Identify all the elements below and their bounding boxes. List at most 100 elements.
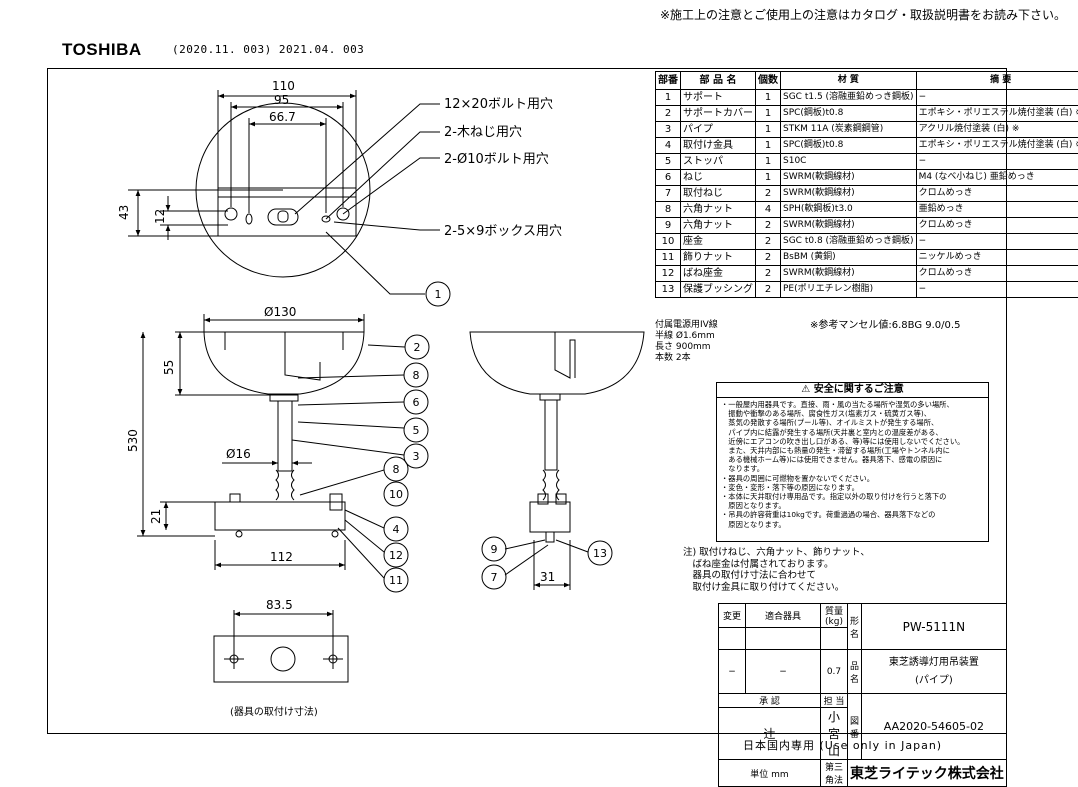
part-no: 6 (656, 170, 681, 186)
dim-83-5: 83.5 (266, 598, 293, 612)
balloon-label-7: 7 (491, 571, 498, 584)
dim-21: 21 (149, 509, 163, 524)
base-front (215, 502, 345, 530)
dim-12: 12 (153, 209, 167, 224)
balloon-label-8: 8 (413, 369, 420, 382)
part-material: BsBM (黄銅) (781, 250, 917, 266)
callout-screw-hole: 2-木ねじ用穴 (444, 125, 522, 140)
part-name: 座金 (681, 234, 756, 250)
part-qty: 4 (756, 202, 781, 218)
header-qty: 個数 (756, 72, 781, 90)
part-qty: 2 (756, 250, 781, 266)
part-qty: 1 (756, 138, 781, 154)
part-name: 保護ブッシング (681, 282, 756, 298)
tb-mass: 0.7 (821, 650, 848, 694)
part-remarks: ニッケルめっき (916, 250, 1078, 266)
part-remarks: − (916, 154, 1078, 170)
header-no: 部番 (656, 72, 681, 90)
dim-31: 31 (540, 570, 555, 584)
part-qty: 2 (756, 266, 781, 282)
part-no: 4 (656, 138, 681, 154)
tb-h-rev: 変更 (719, 604, 746, 628)
part-no: 3 (656, 122, 681, 138)
part-name: ばね座金 (681, 266, 756, 282)
part-remarks: − (916, 90, 1078, 106)
dim-55: 55 (162, 360, 176, 375)
callout-box-hole: 2-5×9ボックス用穴 (444, 224, 562, 239)
part-material: SWRM(軟鋼線材) (781, 218, 917, 234)
tb-h-mass: 質量(kg) (821, 604, 848, 628)
tb-fixture: − (746, 650, 821, 694)
part-no: 5 (656, 154, 681, 170)
part-qty: 2 (756, 234, 781, 250)
part-material: SPH(軟鋼板)t3.0 (781, 202, 917, 218)
header-remarks: 摘 要 (916, 72, 1078, 90)
part-name: 六角ナット (681, 202, 756, 218)
part-material: PE(ポリエチレン樹脂) (781, 282, 917, 298)
callout-bolt10: 2-Ø10ボルト用穴 (444, 152, 549, 167)
title-block: 変更 適合器具 質量(kg) 形名 PW-5111N − − 0.7 品名 東芝… (718, 603, 1007, 787)
part-no: 8 (656, 202, 681, 218)
balloon-label-12: 12 (389, 549, 403, 562)
tb-product: 東芝誘導灯用吊装置(パイプ) (862, 650, 1007, 694)
part-no: 11 (656, 250, 681, 266)
part-name: 取付ねじ (681, 186, 756, 202)
header-material: 材 質 (781, 72, 917, 90)
part-qty: 1 (756, 106, 781, 122)
balloon-label-3: 3 (413, 450, 420, 463)
dim-43: 43 (117, 205, 131, 220)
part-qty: 2 (756, 186, 781, 202)
tb-model: PW-5111N (862, 604, 1007, 650)
part-no: 7 (656, 186, 681, 202)
tb-company: 東芝ライテック株式会社 (848, 760, 1007, 787)
part-material: SPC(鋼板)t0.8 (781, 106, 917, 122)
dim-530: 530 (126, 429, 140, 452)
dim-66-7: 66.7 (269, 110, 296, 124)
part-material: STKM 11A (炭素鋼鋼管) (781, 122, 917, 138)
part-remarks: エポキシ・ポリエステル焼付塗装 (白) ※ (916, 106, 1078, 122)
wire-line-2: 半線 Ø1.6mm (655, 331, 718, 342)
part-no: 12 (656, 266, 681, 282)
tb-lbl-model: 形名 (848, 604, 862, 650)
balloon-label-1: 1 (435, 288, 442, 301)
part-no: 10 (656, 234, 681, 250)
wire-line-1: 付属電源用IV線 (655, 320, 718, 331)
pipe-front (278, 401, 292, 471)
balloon-label-6: 6 (413, 396, 420, 409)
part-name: サポート (681, 90, 756, 106)
part-material: S10C (781, 154, 917, 170)
part-qty: 1 (756, 170, 781, 186)
part-remarks: 亜鉛めっき (916, 202, 1078, 218)
header-name: 部 品 名 (681, 72, 756, 90)
japan-only-note: 日本国内専用 (Use only in Japan) (743, 737, 942, 753)
part-qty: 2 (756, 218, 781, 234)
part-remarks: エポキシ・ポリエステル焼付塗装 (白) ※ (916, 138, 1078, 154)
callout-bolt-hole: 12×20ボルト用穴 (444, 97, 553, 112)
safety-box: ⚠ 安全に関するご注意 ・一般屋内用器具です。直接、雨・風の当たる場所や湿気の多… (716, 382, 989, 542)
part-material: SWRM(軟鋼線材) (781, 266, 917, 282)
part-name: 取付け金具 (681, 138, 756, 154)
balloon-label-13: 13 (593, 547, 607, 560)
part-remarks: − (916, 282, 1078, 298)
part-remarks: クロムめっき (916, 218, 1078, 234)
part-no: 2 (656, 106, 681, 122)
dim-phi130: Ø130 (264, 305, 296, 319)
mount-caption: (器具の取付け寸法) (230, 703, 318, 718)
tb-lbl-product: 品名 (848, 650, 862, 694)
safety-body: ・一般屋内用器具です。直接、雨・風の当たる場所や湿気の多い場所、 振動や衝撃のあ… (717, 398, 988, 531)
dim-phi16: Ø16 (226, 447, 251, 461)
part-remarks: クロムめっき (916, 186, 1078, 202)
part-no: 1 (656, 90, 681, 106)
tb-projection: 第三角法 (821, 760, 848, 787)
tb-lbl-approve: 承 認 (719, 694, 821, 708)
balloon-label-4: 4 (393, 523, 400, 536)
base-side (530, 502, 570, 532)
